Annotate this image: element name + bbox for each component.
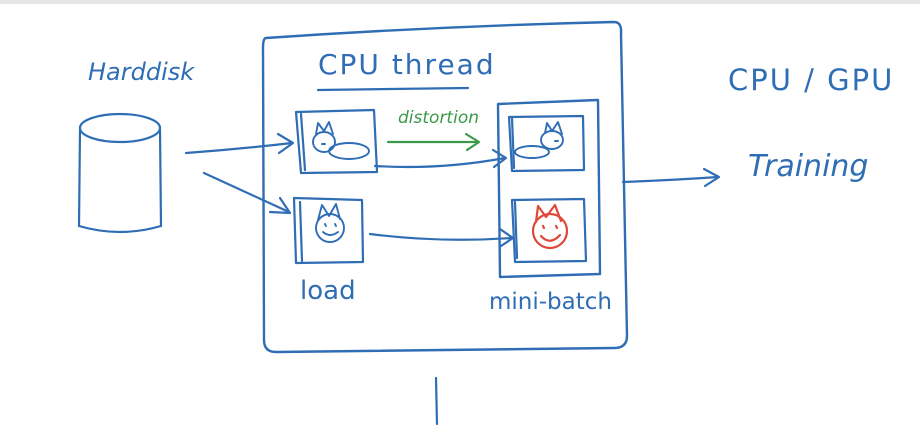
arrow-image-2-to-batch — [368, 227, 515, 248]
harddisk-cylinder-icon — [77, 112, 163, 234]
distortion-label: distortion — [398, 108, 479, 128]
arrow-batch-to-training — [621, 167, 721, 188]
distortion-arrow — [386, 132, 481, 152]
top-strip — [0, 0, 920, 4]
loaded-cat-icon-1 — [312, 121, 370, 160]
cpu-thread-underline — [316, 86, 470, 92]
mini-batch-label: mini-batch — [489, 289, 612, 315]
batch-image-1 — [507, 114, 586, 173]
arrow-harddisk-to-image-2 — [202, 171, 292, 215]
loaded-image-2 — [292, 196, 365, 265]
training-label: Training — [748, 149, 869, 184]
harddisk-label: Harddisk — [88, 58, 195, 86]
loaded-cat-icon-2 — [315, 203, 345, 243]
cpu-thread-box — [261, 20, 629, 354]
loaded-image-1 — [294, 108, 379, 175]
batch-image-2 — [510, 197, 588, 264]
cpu-gpu-label: CPU / GPU — [728, 63, 895, 97]
batch-cat-icon-1 — [514, 121, 564, 159]
load-label: load — [300, 276, 356, 306]
cpu-thread-label: CPU thread — [318, 48, 496, 81]
arrow-image-1-to-batch — [373, 148, 508, 169]
mini-batch-box — [496, 98, 602, 279]
batch-cat-icon-red — [531, 203, 569, 250]
bottom-tick-mark — [434, 376, 439, 426]
arrow-harddisk-to-image-1 — [184, 132, 295, 155]
